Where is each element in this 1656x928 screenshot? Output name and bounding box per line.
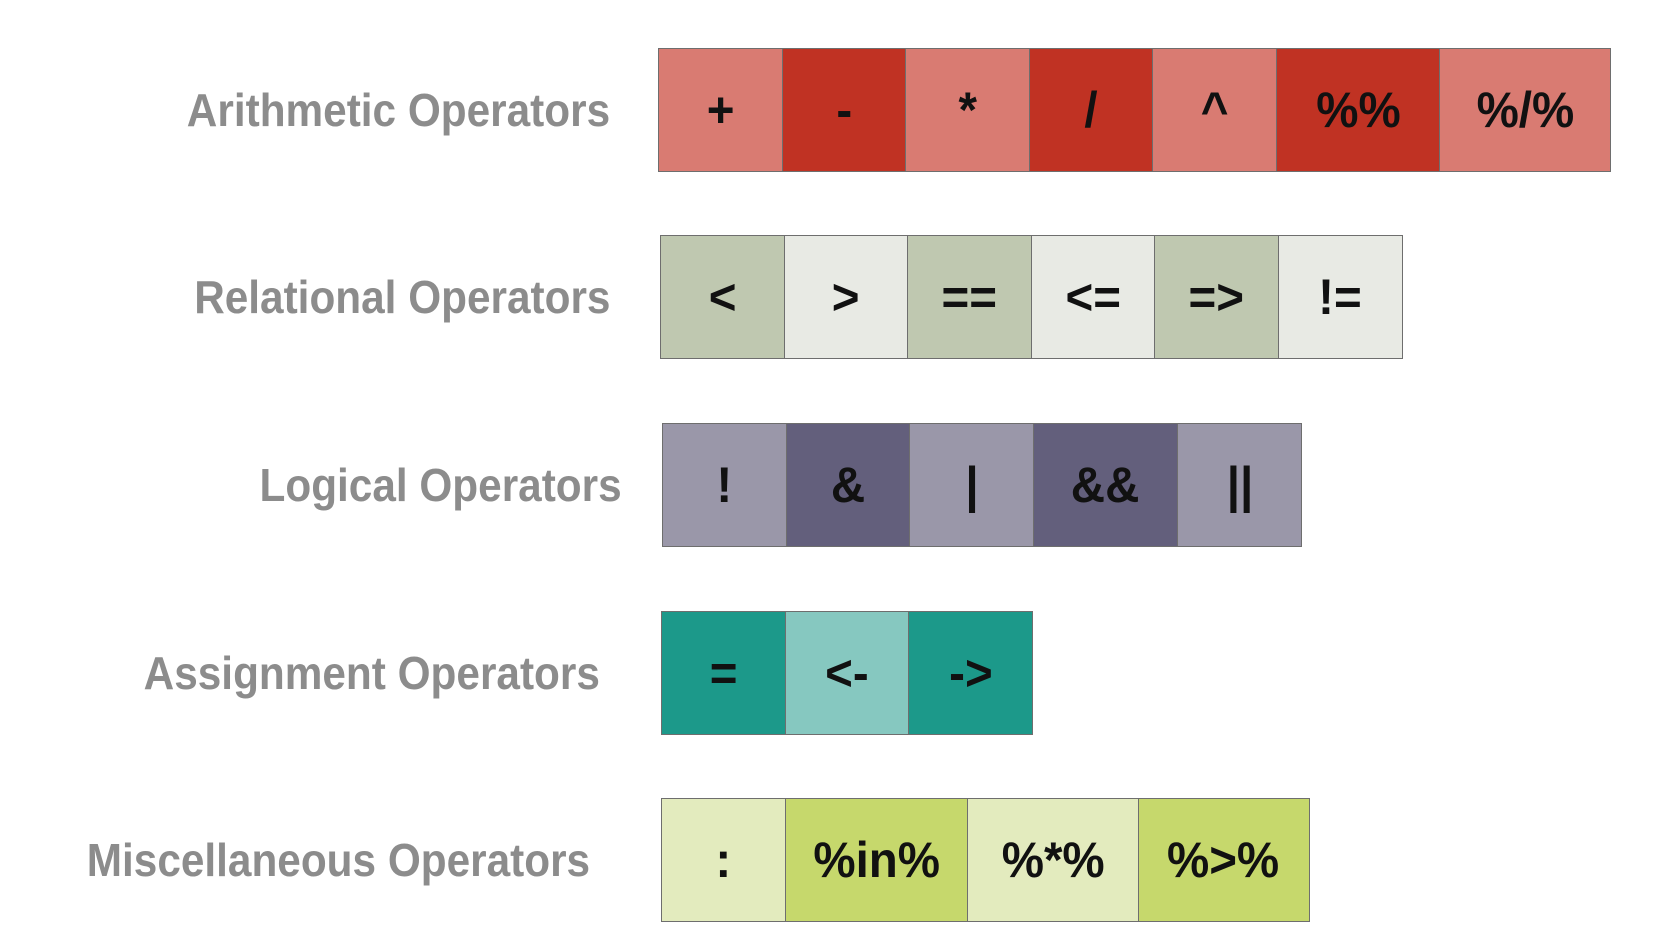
operator-cell: == [907,235,1032,359]
operator-cell: => [1154,235,1279,359]
operator-cell: ! [662,423,787,547]
operator-cell: %in% [784,798,969,922]
operator-cell: > [783,235,909,359]
operator-cells-logical: ! & | && || [662,423,1302,547]
operator-cell: / [1028,48,1154,172]
operator-cell: || [1177,423,1302,547]
operator-cell: -> [908,611,1033,735]
operator-cell: + [658,48,783,172]
row-label-relational: Relational Operators [193,271,610,323]
operator-cell: <= [1030,235,1156,359]
operator-cell: & [785,423,911,547]
operator-row-relational: Relational Operators < > == <= => != [0,235,1656,359]
operator-row-assignment: Assignment Operators = <- -> [0,611,1656,735]
operator-cell: <- [784,611,910,735]
operator-row-miscellaneous: Miscellaneous Operators : %in% %*% %>% [0,798,1656,922]
operator-cells-assignment: = <- -> [661,611,1033,735]
operator-row-arithmetic: Arithmetic Operators + - * / ^ %% %/% [0,48,1656,172]
operator-cell: : [661,798,786,922]
operator-cell: %/% [1439,48,1611,172]
operator-cell: * [905,48,1030,172]
operator-cell: = [661,611,786,735]
operator-cell: %% [1275,48,1441,172]
row-label-assignment: Assignment Operators [143,647,600,699]
operator-cells-arithmetic: + - * / ^ %% %/% [658,48,1611,172]
operator-cells-relational: < > == <= => != [660,235,1403,359]
operator-cell: < [660,235,785,359]
operator-cell: | [909,423,1034,547]
operator-cell: %>% [1137,798,1310,922]
operator-cell: != [1277,235,1403,359]
operator-row-logical: Logical Operators ! & | && || [0,423,1656,547]
operator-cell: - [781,48,907,172]
row-label-miscellaneous: Miscellaneous Operators [86,834,590,886]
operator-cell: && [1032,423,1179,547]
row-label-arithmetic: Arithmetic Operators [186,84,610,136]
operator-cell: ^ [1152,48,1277,172]
operator-cells-miscellaneous: : %in% %*% %>% [661,798,1310,922]
operator-cell: %*% [967,798,1139,922]
row-label-logical: Logical Operators [259,459,622,511]
